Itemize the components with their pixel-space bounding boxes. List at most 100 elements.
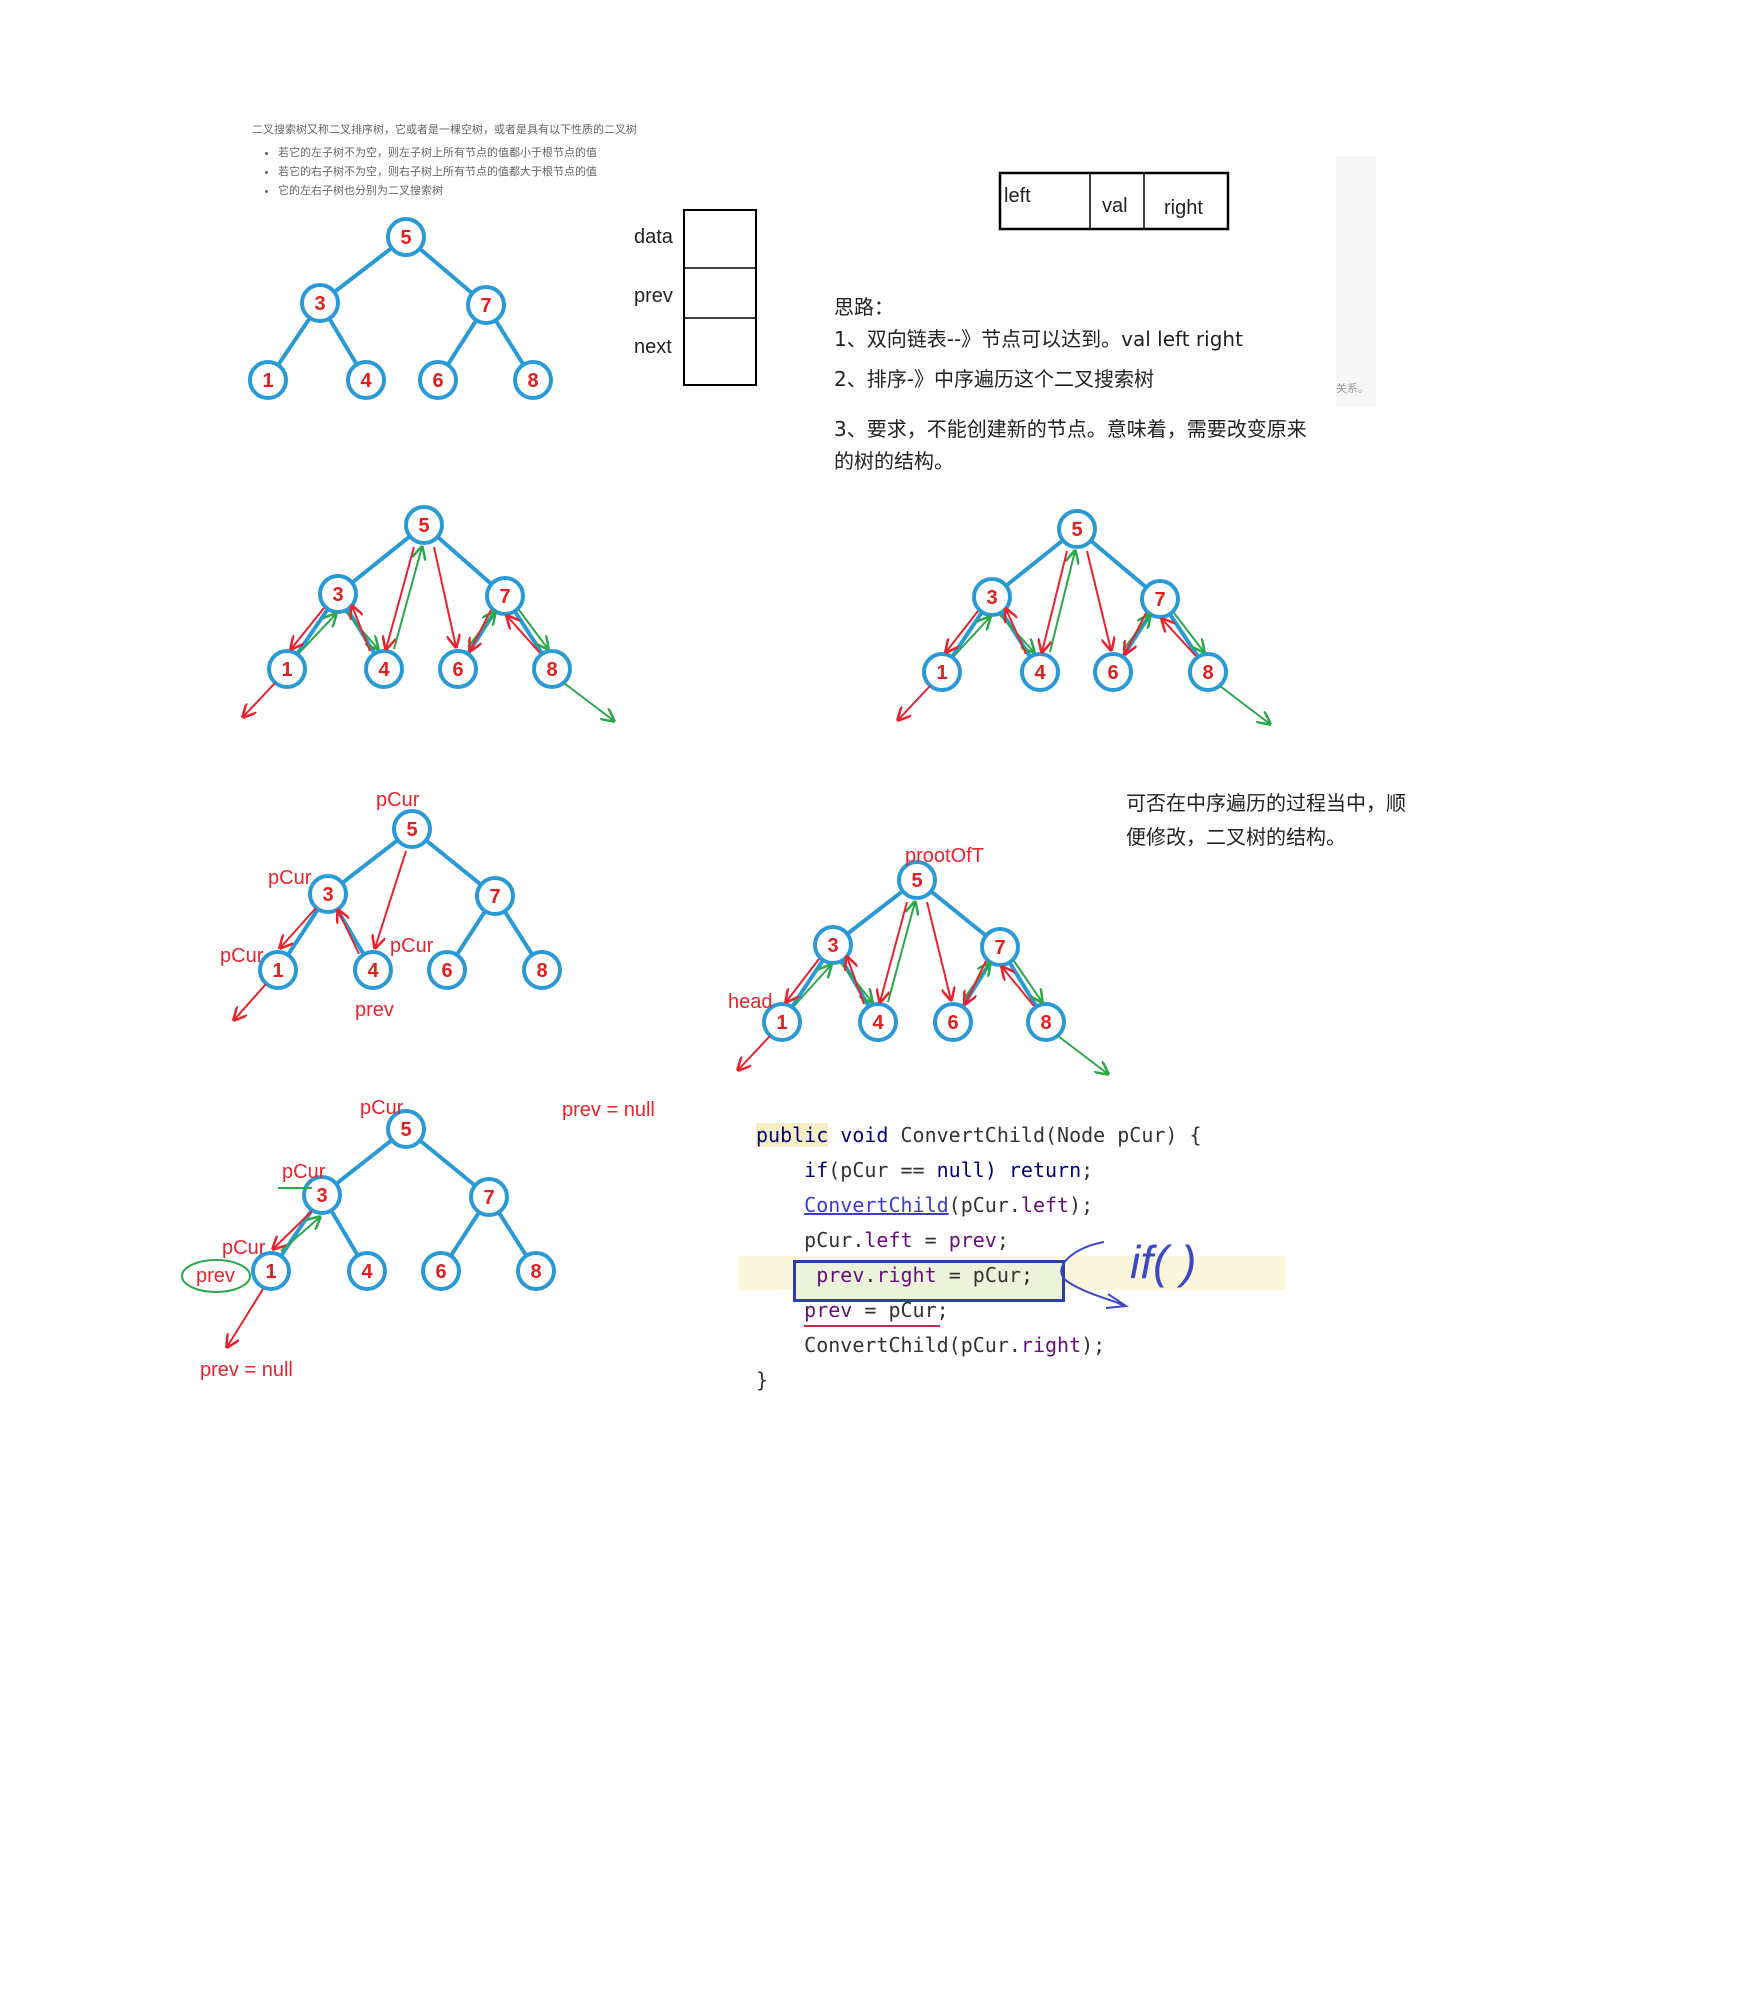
tree-node-circle: [418, 360, 458, 400]
tree-node-circle: [475, 876, 515, 916]
tree-node: 3: [813, 925, 853, 965]
tree-node-circle: [1057, 509, 1097, 549]
tree-node-value: 8: [1202, 662, 1213, 684]
code-token: if: [804, 1158, 829, 1182]
traversal-arrow: [1002, 967, 1035, 1007]
code-token: }: [756, 1368, 769, 1392]
code-token: left: [864, 1228, 913, 1252]
code-line: if(pCur == null) return;: [756, 1153, 1202, 1188]
tree-node-value: 7: [499, 586, 510, 608]
prev-highlight-ellipse: [181, 1259, 251, 1293]
tree-node: 4: [353, 950, 393, 990]
tree-node: 8: [1188, 652, 1228, 692]
thoughts-line-2: 2、排序-》中序遍历这个二叉搜索树: [834, 367, 1154, 391]
code-token: prev: [804, 1298, 853, 1322]
label-pcur: pCur: [220, 945, 264, 967]
thoughts-line-4: 的树的结构。: [834, 449, 954, 473]
tree-node-value: 7: [483, 1187, 494, 1209]
traversal-arrow: [880, 901, 908, 1002]
intro-text: 二叉搜索树又称二叉排序树，它或者是一棵空树，或者是具有以下性质的二叉树 若它的左…: [252, 120, 772, 200]
question-line-1: 可否在中序遍历的过程当中，顺: [1126, 791, 1406, 815]
traversal-arrow: [1173, 612, 1204, 652]
tree-node: 1: [251, 1251, 291, 1291]
label-head: head: [728, 991, 773, 1013]
traversal-arrow: [234, 983, 267, 1020]
traversal-arrow: [338, 910, 360, 955]
tree-node: 4: [858, 1002, 898, 1042]
code-line: prev = pCur;: [756, 1293, 1202, 1328]
tree-node-circle: [267, 649, 307, 689]
tree-field-left: left: [1004, 185, 1031, 207]
label-prev: prev: [355, 999, 394, 1021]
tree-node-value: 5: [418, 515, 429, 537]
tree-node: 7: [485, 576, 525, 616]
tree-node: 7: [466, 285, 506, 325]
handwriting: if( ): [1060, 1236, 1196, 1309]
tree-node-value: 1: [262, 370, 273, 392]
tree-node-value: 3: [827, 935, 838, 957]
label-prev-null: prev = null: [200, 1359, 293, 1381]
handwritten-if: if( ): [1130, 1236, 1196, 1288]
code-token: = pCur;: [936, 1263, 1033, 1287]
tree-node-circle: [392, 809, 432, 849]
code-token: );: [1069, 1193, 1094, 1217]
tree-node-circle: [469, 1177, 509, 1217]
traversal-arrow: [507, 616, 541, 654]
tree-node-value: 8: [1040, 1012, 1051, 1034]
traversal-arrow: [953, 617, 990, 657]
tree-node-circle: [386, 217, 426, 257]
tree-node-circle: [897, 860, 937, 900]
traversal-arrow: [965, 960, 987, 1004]
tree-node-circle: [347, 1251, 387, 1291]
tree-node-value: 4: [378, 659, 390, 681]
tree-node-circle: [513, 360, 553, 400]
traversal-arrow: [273, 1210, 313, 1249]
tree-node-value: 6: [435, 1261, 446, 1283]
tree-node-circle: [438, 649, 478, 689]
traversal-arrow: [847, 957, 865, 1005]
traversal-arrow: [1049, 551, 1075, 653]
tree-node: 7: [1140, 579, 1180, 619]
tree-node: 7: [980, 927, 1020, 967]
tree-node-circle: [522, 950, 562, 990]
tree-node: 5: [386, 217, 426, 257]
tree-node-value: 1: [936, 662, 947, 684]
traversal-arrow: [1219, 685, 1270, 724]
list-field-prev: prev: [634, 285, 673, 307]
tree-node-value: 4: [367, 960, 379, 982]
tree-node-circle: [532, 649, 572, 689]
tree-node-value: 5: [400, 1119, 411, 1141]
tree-node-value: 6: [432, 370, 443, 392]
tree-node-value: 1: [272, 960, 283, 982]
tree-node-value: 4: [1034, 662, 1046, 684]
tree-node-value: 3: [314, 293, 325, 315]
tree-node-circle: [386, 1109, 426, 1149]
traversal-arrow: [518, 609, 548, 649]
code-token: ConvertChild: [804, 1193, 949, 1217]
tree-node-circle: [427, 950, 467, 990]
tree-node-circle: [933, 1002, 973, 1042]
traversal-arrow: [227, 1288, 264, 1347]
question-line-2: 便修改，二叉树的结构。: [1126, 825, 1346, 849]
traversal-arrow: [1006, 609, 1027, 655]
code-token: ;: [996, 1228, 1009, 1252]
tree-field-right: right: [1164, 197, 1203, 219]
tree-node: 5: [897, 860, 937, 900]
code-token: ConvertChild(pCur.: [804, 1333, 1021, 1357]
tree-node-circle: [762, 1002, 802, 1042]
code-line: ConvertChild(pCur.left);: [756, 1188, 1202, 1223]
traversal-arrow: [1042, 550, 1068, 652]
tree-node: 3: [308, 874, 348, 914]
tree-node-value: 6: [441, 960, 452, 982]
tree-node: 7: [469, 1177, 509, 1217]
traversal-arrow: [1125, 612, 1147, 654]
traversal-arrow: [393, 547, 422, 650]
intro-bullets: 若它的左子树不为空，则左子树上所有节点的值都小于根节点的值 若它的右子树不为空，…: [252, 143, 772, 200]
code-token: void: [840, 1123, 889, 1147]
